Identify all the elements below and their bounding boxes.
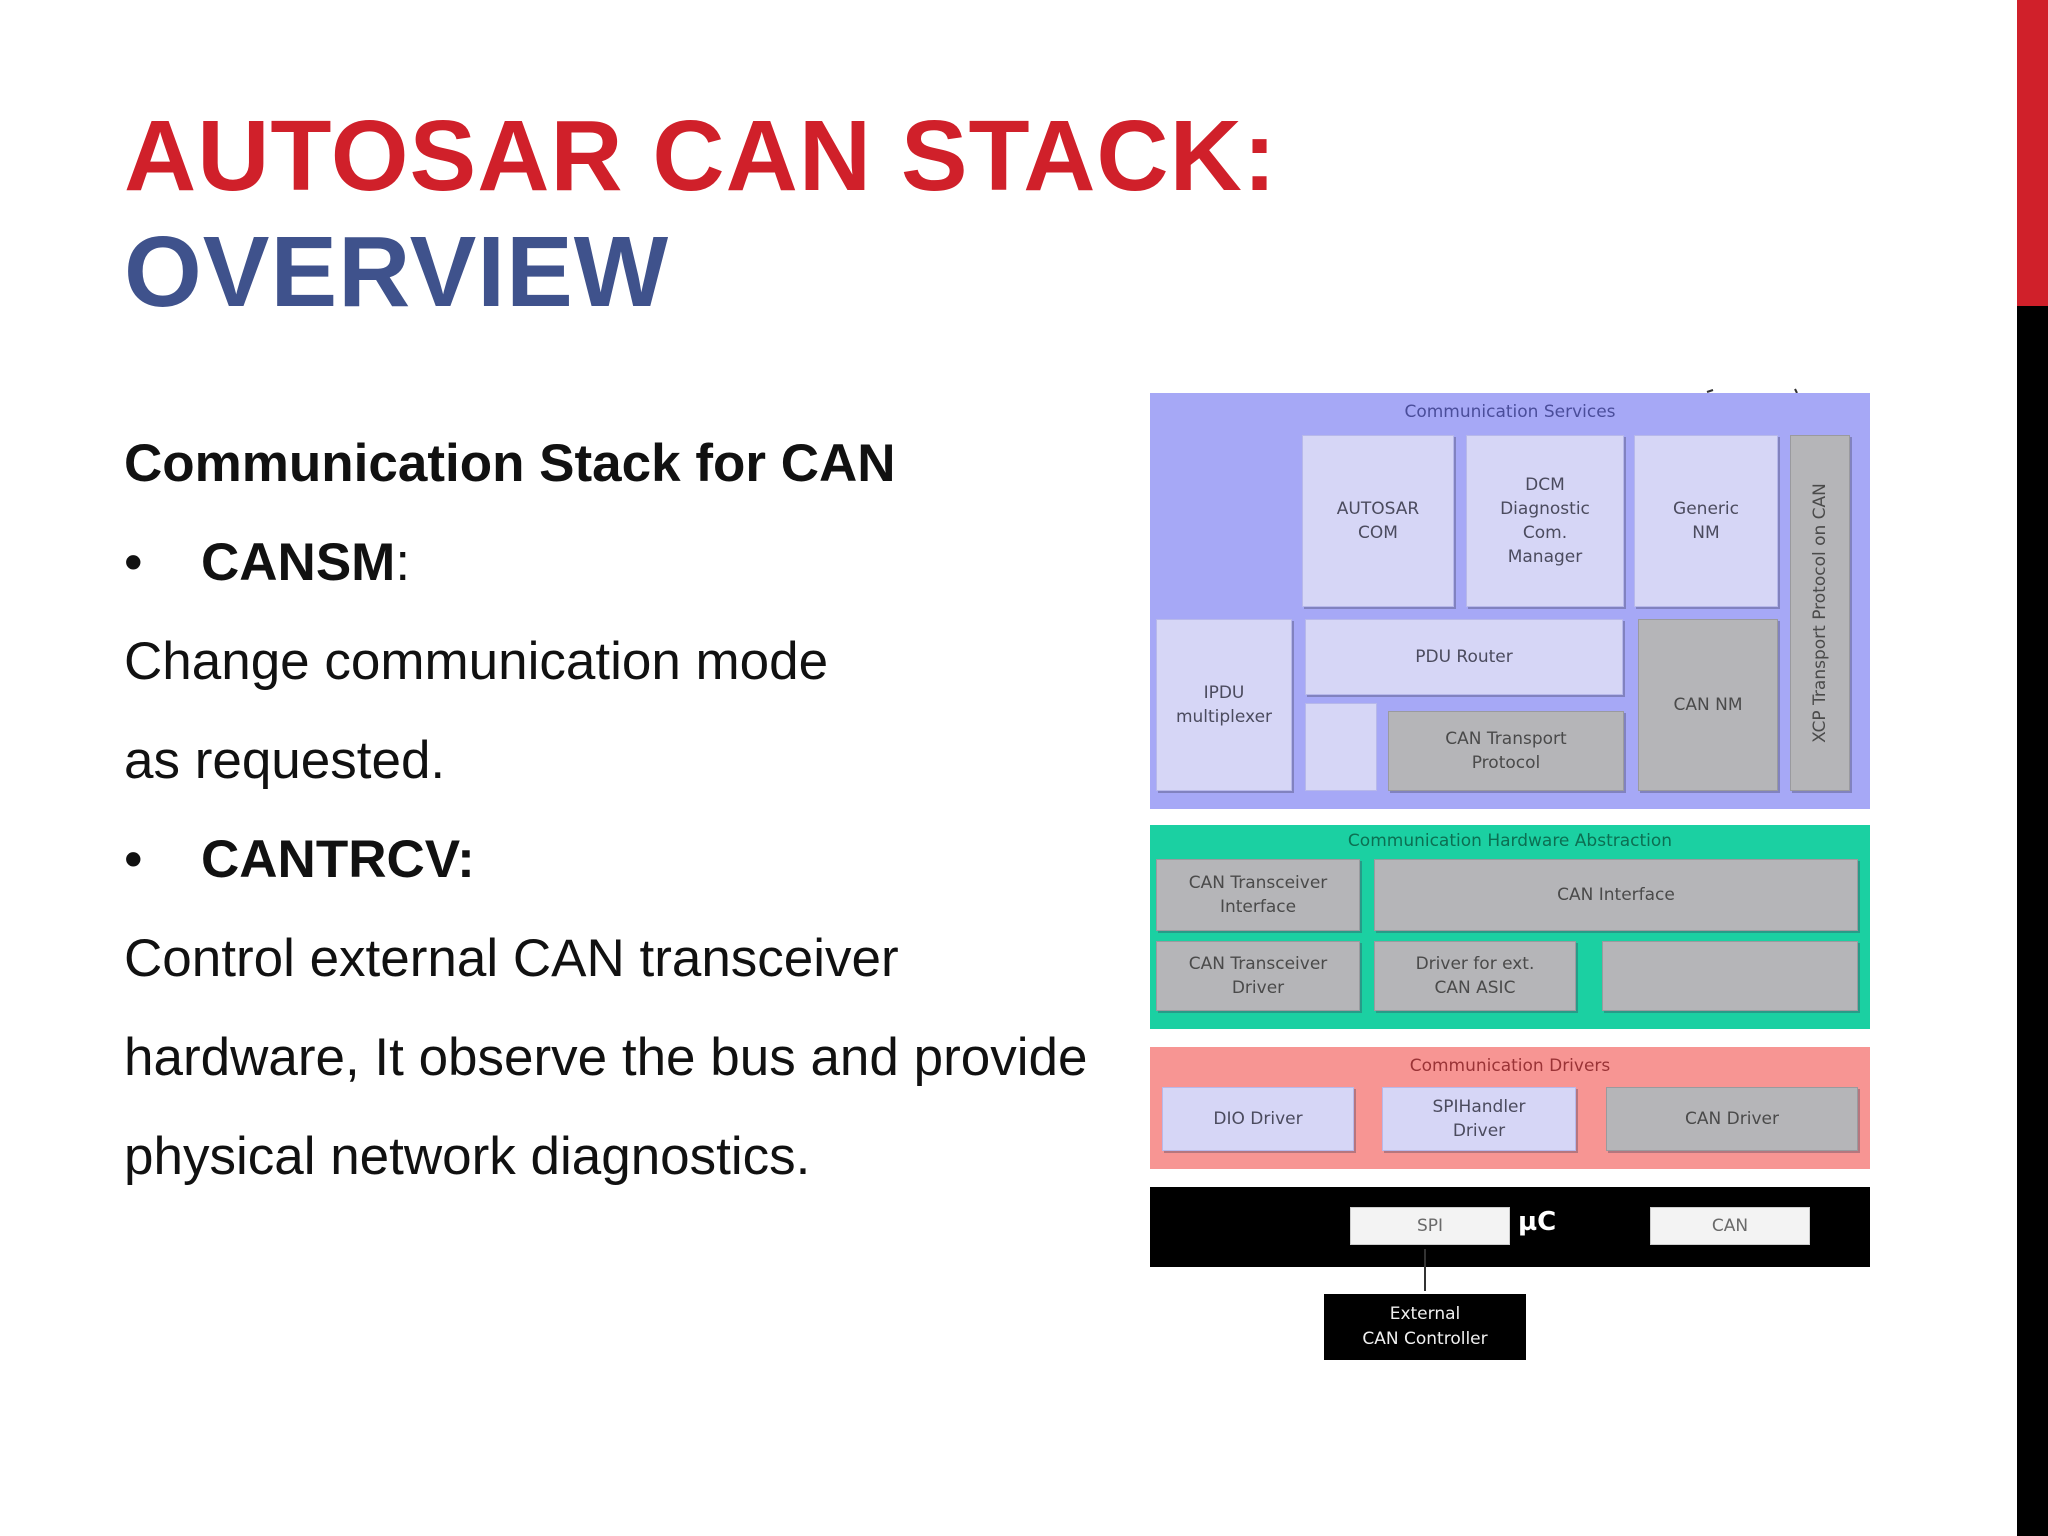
box-label: CAN Interface bbox=[1557, 885, 1675, 905]
box-can-transceiver-driver: CAN Transceiver Driver bbox=[1156, 941, 1360, 1011]
box-label: XCP Transport Protocol on CAN bbox=[1810, 483, 1831, 743]
edge-accent-black bbox=[2017, 306, 2048, 1536]
box-label: DIO Driver bbox=[1213, 1109, 1303, 1129]
description-line: Change communication mode bbox=[124, 632, 829, 691]
bullet-term-suffix: : bbox=[395, 533, 411, 592]
edge-accent-red bbox=[2017, 0, 2048, 306]
box-label: IPDU multiplexer bbox=[1175, 683, 1273, 727]
box-dio-driver: DIO Driver bbox=[1162, 1087, 1354, 1151]
can-stack-diagram: Communication Services AUTOSAR COM DCM D… bbox=[1150, 388, 1872, 1363]
bullet-term: CANSM bbox=[201, 533, 396, 592]
bullet-icon: • bbox=[124, 533, 143, 592]
box-label: PDU Router bbox=[1415, 647, 1513, 667]
layer-communication-hardware-abstraction: Communication Hardware Abstraction CAN T… bbox=[1150, 825, 1870, 1029]
description-line: physical network diagnostics. bbox=[124, 1127, 811, 1186]
box-label: SPIHandler Driver bbox=[1432, 1097, 1526, 1141]
box-label: DCM Diagnostic Com. Manager bbox=[1500, 475, 1590, 567]
body-text: Communication Stack for CAN • CANSM: Chan… bbox=[124, 414, 1174, 1206]
box-pdu-router-extension bbox=[1305, 703, 1377, 791]
box-can-nm: CAN NM bbox=[1638, 619, 1778, 791]
box-label: Driver for ext. CAN ASIC bbox=[1415, 954, 1535, 998]
layer-title: Communication Drivers bbox=[1409, 1056, 1611, 1076]
box-label: CAN Transceiver Interface bbox=[1188, 873, 1328, 917]
box-pdu-router: PDU Router bbox=[1305, 619, 1623, 695]
corner-marks bbox=[1706, 388, 1798, 393]
box-external-can-controller: External CAN Controller bbox=[1324, 1294, 1526, 1360]
box-label: CAN bbox=[1711, 1216, 1749, 1236]
box-xcp-transport-protocol: XCP Transport Protocol on CAN bbox=[1790, 435, 1850, 791]
box-can: CAN bbox=[1650, 1207, 1810, 1245]
box-autosar-com: AUTOSAR COM bbox=[1302, 435, 1454, 607]
microcontroller-label: µC bbox=[1518, 1207, 1557, 1237]
title-line-2: OVERVIEW bbox=[124, 216, 670, 328]
box-empty-placeholder bbox=[1602, 941, 1858, 1011]
bullet-cantrcv: • CANTRCV: bbox=[124, 810, 1174, 909]
spi-connector-line bbox=[1424, 1249, 1426, 1291]
box-driver-ext-can-asic: Driver for ext. CAN ASIC bbox=[1374, 941, 1576, 1011]
bullet-icon: • bbox=[124, 830, 143, 889]
box-can-transport-protocol: CAN Transport Protocol bbox=[1388, 711, 1624, 791]
slide-title: AUTOSAR CAN STACK: OVERVIEW bbox=[124, 98, 1277, 330]
box-dcm: DCM Diagnostic Com. Manager bbox=[1466, 435, 1624, 607]
box-spi: SPI bbox=[1350, 1207, 1510, 1245]
layer-communication-drivers: Communication Drivers DIO Driver SPIHand… bbox=[1150, 1047, 1870, 1169]
box-label: CAN NM bbox=[1673, 695, 1743, 715]
description-line: hardware, It observe the bus and provide bbox=[124, 1028, 1088, 1087]
box-can-interface: CAN Interface bbox=[1374, 859, 1858, 931]
box-can-driver: CAN Driver bbox=[1606, 1087, 1858, 1151]
bullet-cansm: • CANSM: bbox=[124, 513, 1174, 612]
body-heading: Communication Stack for CAN bbox=[124, 434, 896, 493]
box-generic-nm: Generic NM bbox=[1634, 435, 1778, 607]
box-label: AUTOSAR COM bbox=[1336, 499, 1420, 543]
description-line: Control external CAN transceiver bbox=[124, 929, 899, 988]
description-line: as requested. bbox=[124, 731, 446, 790]
box-spihandler-driver: SPIHandler Driver bbox=[1382, 1087, 1576, 1151]
layer-title: Communication Hardware Abstraction bbox=[1347, 831, 1673, 851]
box-label: CAN Driver bbox=[1685, 1109, 1779, 1129]
box-can-transceiver-interface: CAN Transceiver Interface bbox=[1156, 859, 1360, 931]
layer-title: Communication Services bbox=[1404, 402, 1616, 422]
box-label: SPI bbox=[1416, 1216, 1444, 1236]
box-label: CAN Transport Protocol bbox=[1445, 729, 1567, 773]
box-ipdu-multiplexer: IPDU multiplexer bbox=[1156, 619, 1292, 791]
title-line-1: AUTOSAR CAN STACK: bbox=[124, 100, 1278, 212]
layer-microcontroller: SPI CAN bbox=[1150, 1187, 1870, 1267]
bullet-term: CANTRCV: bbox=[201, 830, 475, 889]
box-label: CAN Transceiver Driver bbox=[1188, 954, 1328, 998]
box-label: Generic NM bbox=[1673, 499, 1739, 543]
layer-communication-services: Communication Services AUTOSAR COM DCM D… bbox=[1150, 393, 1870, 809]
